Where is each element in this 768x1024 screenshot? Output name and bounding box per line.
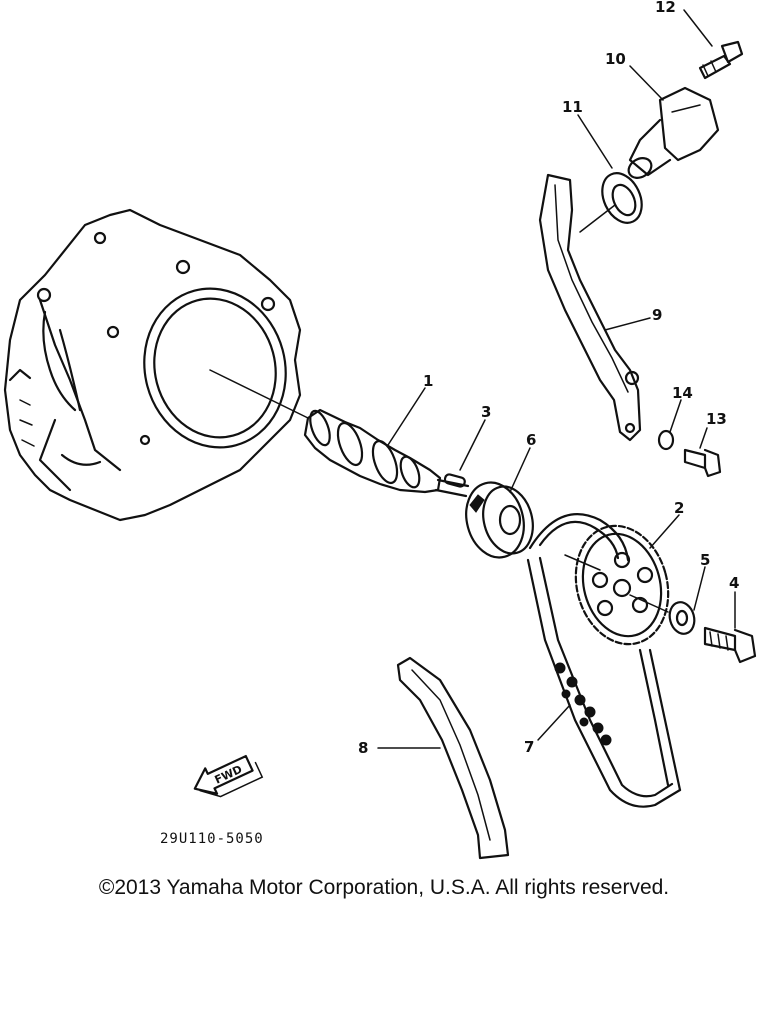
callout-14: 14	[672, 384, 693, 402]
callout-11: 11	[562, 98, 583, 116]
cam-sprocket	[564, 524, 670, 646]
guide-washer	[657, 429, 675, 451]
callout-8: 8	[358, 739, 368, 757]
callout-4: 4	[729, 574, 739, 592]
callout-1: 1	[423, 372, 433, 390]
tensioner-gasket	[579, 172, 643, 233]
sprocket-bolt	[703, 626, 757, 664]
chain-links	[554, 662, 612, 746]
callout-7: 7	[524, 738, 534, 756]
forward-arrow-icon: FWD	[193, 754, 264, 798]
camshaft	[303, 408, 470, 498]
copyright-notice: ©2013 Yamaha Motor Corporation, U.S.A. A…	[98, 876, 670, 899]
sprocket-washer	[629, 594, 696, 635]
callout-6: 6	[526, 431, 536, 449]
callout-2: 2	[674, 499, 684, 517]
cylinder-head	[3, 208, 309, 522]
callout-5: 5	[700, 551, 710, 569]
callout-3: 3	[481, 403, 491, 421]
callout-13: 13	[706, 410, 727, 428]
guide-bolt	[683, 448, 722, 478]
callout-10: 10	[605, 50, 626, 68]
exploded-parts-diagram: 1 2 3 4 5 6 7 8 9 10 11 12 13 14 FWD 29U…	[3, 0, 757, 860]
callout-9: 9	[652, 306, 662, 324]
callouts: 1 2 3 4 5 6 7 8 9 10 11 12 13 14	[358, 0, 739, 757]
chain-guide	[396, 656, 510, 860]
dowel-pin	[443, 473, 466, 488]
leader-lines	[377, 9, 736, 749]
tensioner-guide	[538, 173, 642, 442]
callout-12: 12	[655, 0, 676, 16]
diagram-code: 29U110-5050	[160, 831, 264, 847]
chain-tensioner	[627, 86, 720, 179]
tensioner-bolt	[698, 40, 744, 80]
cam-collar	[465, 481, 534, 559]
cam-chain	[526, 513, 682, 808]
